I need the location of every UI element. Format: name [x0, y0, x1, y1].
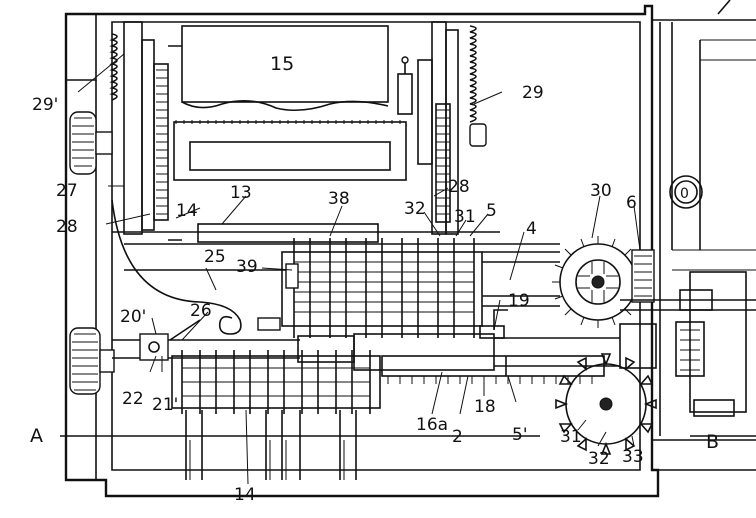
window-digit-0: 0 — [680, 186, 689, 202]
crossbar — [112, 223, 560, 245]
label-27: 27 — [56, 181, 78, 201]
lower-digit-drum — [139, 333, 381, 414]
label-5-prime: 5' — [512, 425, 528, 445]
label-28-right: 28 — [448, 177, 470, 197]
label-39: 39 — [236, 257, 258, 277]
window-0 — [669, 175, 703, 209]
guide-bar — [482, 251, 560, 307]
label-14-upper: 14 — [176, 201, 198, 221]
label-38: 38 — [328, 189, 350, 209]
label-2: 2 — [452, 427, 463, 447]
label-33: 33 — [622, 447, 644, 467]
label-5: 5 — [486, 201, 497, 221]
label-15: 15 — [270, 53, 294, 75]
label-29: 29 — [522, 83, 544, 103]
spring-29-prime — [109, 33, 118, 101]
labels: 15 29' 29 27 28 14 13 38 32 31 5 30 6 28… — [30, 53, 719, 505]
upper-knob — [69, 111, 113, 175]
label-31-upper: 31 — [454, 207, 476, 227]
label-29-prime: 29' — [32, 95, 58, 115]
label-18: 18 — [474, 397, 496, 417]
key-stems — [185, 410, 357, 480]
label-30: 30 — [590, 181, 612, 201]
label-26: 26 — [190, 301, 212, 321]
label-22: 22 — [122, 389, 144, 409]
label-4: 4 — [526, 219, 537, 239]
label-A: A — [30, 425, 43, 447]
label-14-lower: 14 — [234, 485, 256, 505]
label-32-upper: 32 — [404, 199, 426, 219]
label-32-lower: 32 — [588, 449, 610, 469]
pinion-6 — [631, 249, 655, 303]
right-shaft-assembly — [620, 271, 756, 417]
label-31-lower: 31 — [560, 427, 582, 447]
label-20-prime: 20' — [120, 307, 146, 327]
label-19: 19 — [508, 291, 530, 311]
label-6: 6 — [626, 193, 637, 213]
label-25: 25 — [204, 247, 226, 267]
right-printer-frame — [417, 21, 459, 235]
leader-lines — [77, 53, 641, 485]
gear-31 — [555, 353, 657, 455]
upper-digit-drum — [124, 238, 483, 338]
left-printer-frame — [123, 21, 182, 241]
scroll-spring — [111, 199, 281, 341]
gear-30 — [552, 236, 644, 328]
label-13: 13 — [230, 183, 252, 203]
label-21-prime: 21' — [152, 395, 178, 415]
label-16a: 16a — [416, 415, 448, 435]
lower-knob — [69, 327, 115, 395]
paper-roll — [173, 25, 413, 181]
spring-29 — [469, 25, 487, 147]
label-28-left: 28 — [56, 217, 78, 237]
label-B: B — [706, 431, 719, 453]
